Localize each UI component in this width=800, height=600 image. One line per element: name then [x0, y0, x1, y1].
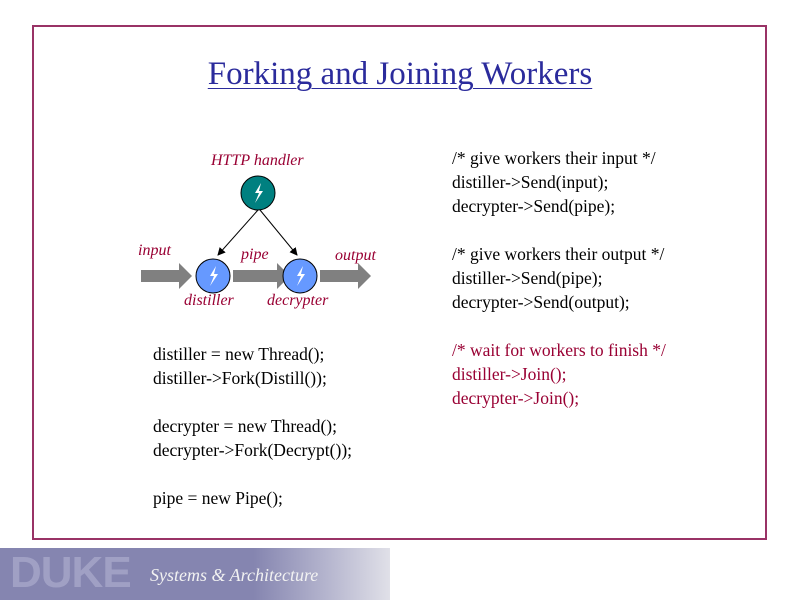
decrypter-label: decrypter [267, 292, 329, 309]
slide-frame [32, 25, 767, 540]
code-line: distiller->Send(input); [452, 172, 609, 192]
code-line: distiller = new Thread(); [153, 344, 325, 364]
input-arrow [141, 263, 192, 289]
output-arrow [320, 263, 371, 289]
code-line: distiller->Join(); [452, 364, 567, 384]
duke-logo: DUKE [10, 548, 132, 597]
fork-arrow-decrypter [259, 209, 298, 256]
distiller-thread-icon [195, 258, 231, 294]
code-line: /* wait for workers to finish */ [452, 340, 666, 360]
code-line [153, 462, 352, 486]
code-line: pipe = new Pipe(); [153, 488, 283, 508]
code-line: distiller->Send(pipe); [452, 268, 603, 288]
code-line: decrypter = new Thread(); [153, 416, 337, 436]
pipe-label: pipe [241, 246, 269, 263]
right-code-block: /* give workers their input */ distiller… [452, 146, 666, 410]
footer-banner: DUKE Systems & Architecture [0, 548, 390, 600]
left-code-block: distiller = new Thread(); distiller->For… [153, 342, 352, 510]
output-label: output [335, 247, 376, 264]
code-line: /* give workers their output */ [452, 244, 665, 264]
code-line [452, 314, 666, 338]
distiller-label: distiller [184, 292, 234, 309]
fork-arrow-distiller [217, 209, 259, 256]
code-line: decrypter->Send(output); [452, 292, 630, 312]
code-line: decrypter->Send(pipe); [452, 196, 616, 216]
code-line [452, 218, 666, 242]
http-handler-thread-icon [240, 175, 276, 211]
code-line: decrypter->Join(); [452, 388, 580, 408]
http-handler-label: HTTP handler [211, 152, 304, 169]
code-line: distiller->Fork(Distill()); [153, 368, 327, 388]
decrypter-thread-icon [282, 258, 318, 294]
code-line [153, 390, 352, 414]
input-label: input [138, 242, 171, 259]
code-line: /* give workers their input */ [452, 148, 656, 168]
footer-subtitle: Systems & Architecture [150, 565, 319, 585]
slide-title: Forking and Joining Workers [207, 56, 593, 92]
pipe-arrow [233, 263, 290, 289]
code-line: decrypter->Fork(Decrypt()); [153, 440, 353, 460]
